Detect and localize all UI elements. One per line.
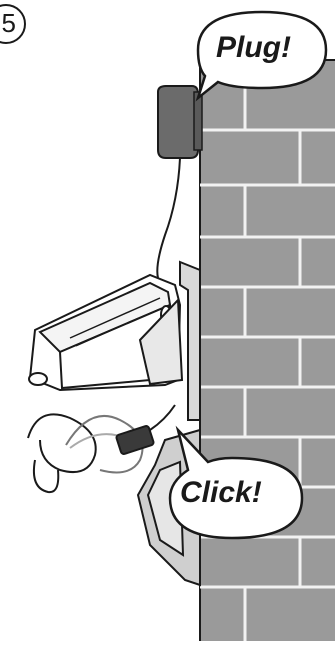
power-cord xyxy=(157,158,180,278)
brick-wall xyxy=(200,60,335,641)
ac-adapter xyxy=(158,86,202,158)
phone-base xyxy=(29,275,182,390)
plug-callout-text: Plug! xyxy=(216,31,291,65)
click-callout-text: Click! xyxy=(180,476,262,510)
